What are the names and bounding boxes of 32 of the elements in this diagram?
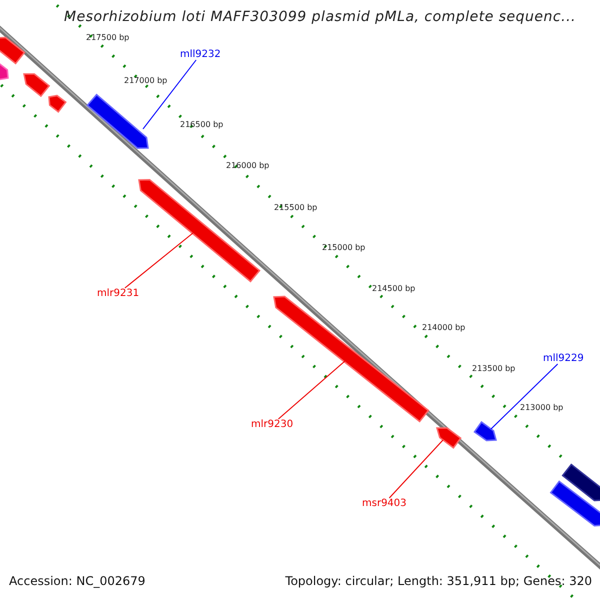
tick-label: 216500 bp: [180, 120, 224, 129]
gene-bar: [562, 463, 600, 502]
gene-bar: [550, 480, 600, 526]
tick-label: 216000 bp: [226, 161, 270, 170]
gene-bar: [86, 94, 149, 149]
tick-label: 217500 bp: [86, 33, 130, 42]
gene-label: mll9232: [180, 49, 221, 60]
gene-bar: [473, 421, 497, 442]
map-title: Mesorhizobium loti MAFF303099 plasmid pMLa, complete sequenc...: [64, 9, 576, 25]
gene-bar: [436, 427, 462, 449]
leader-line: [124, 232, 194, 288]
gene-label: mll9229: [543, 353, 584, 364]
gene-bar: [0, 62, 9, 80]
gene-bar: [23, 73, 50, 98]
leader-line: [388, 440, 444, 498]
tick-label: 213500 bp: [472, 364, 516, 373]
tick-label: 217000 bp: [124, 76, 168, 85]
gene-bar: [48, 94, 67, 113]
leader-line: [278, 360, 346, 420]
leader-line: [490, 364, 558, 430]
tick-label: 215000 bp: [322, 243, 366, 252]
accession-text: Accession: NC_002679: [9, 574, 146, 588]
tick-label: 214000 bp: [422, 323, 466, 332]
tick-label: 213000 bp: [520, 403, 564, 412]
gene-label: msr9403: [362, 498, 407, 509]
gene-label: mlr9230: [251, 419, 294, 430]
leader-line: [142, 60, 197, 130]
gene-bar: [0, 36, 26, 65]
gene-label: mlr9231: [97, 288, 140, 299]
tick-label: 215500 bp: [274, 203, 318, 212]
gene-bar: [138, 178, 261, 282]
topology-text: Topology: circular; Length: 351,911 bp; Genes: 320: [285, 574, 592, 588]
